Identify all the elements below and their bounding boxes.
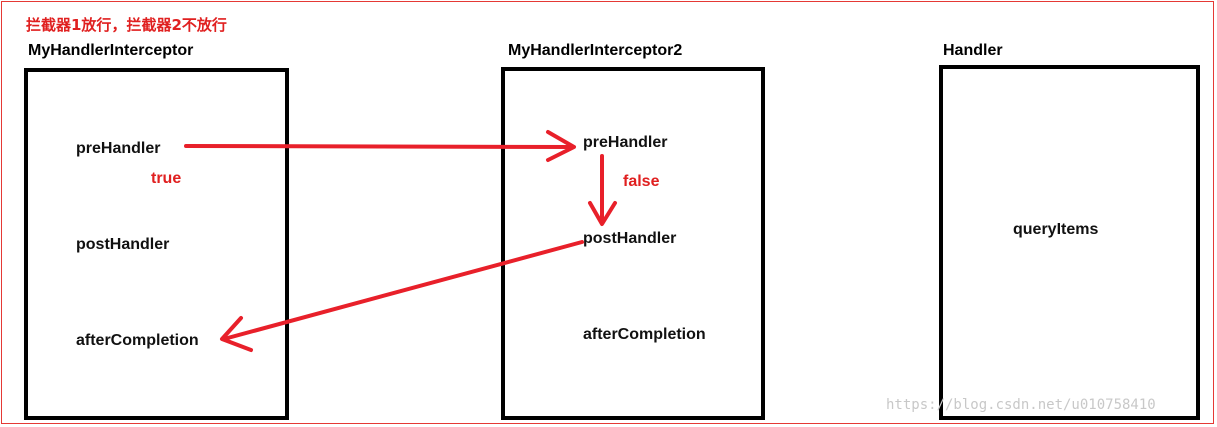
diagram-heading: 拦截器1放行，拦截器2不放行 [26,16,227,34]
true-label: true [151,170,182,187]
interceptor2-aftercompletion: afterCompletion [583,326,706,343]
watermark-text: https://blog.csdn.net/u010758410 [886,397,1156,413]
interceptor1-title: MyHandlerInterceptor [28,42,194,59]
interceptor1-prehandler: preHandler [76,140,161,157]
arrow-posthandler2-to-aftercompletion1 [220,240,584,352]
arrow-prehandler-to-prehandler2 [184,130,576,162]
arrow-prehandler2-to-posthandler2 [588,154,617,226]
handler-box [939,65,1200,420]
false-label: false [623,173,660,190]
interceptor1-box [24,68,289,420]
handler-title: Handler [943,42,1003,59]
interceptor1-posthandler: postHandler [76,236,170,253]
interceptor2-title: MyHandlerInterceptor2 [508,42,683,59]
handler-queryitems: queryItems [1013,221,1099,238]
interceptor2-posthandler: postHandler [583,230,677,247]
interceptor2-box [501,67,765,420]
interceptor1-aftercompletion: afterCompletion [76,332,199,349]
interceptor2-prehandler: preHandler [583,134,668,151]
